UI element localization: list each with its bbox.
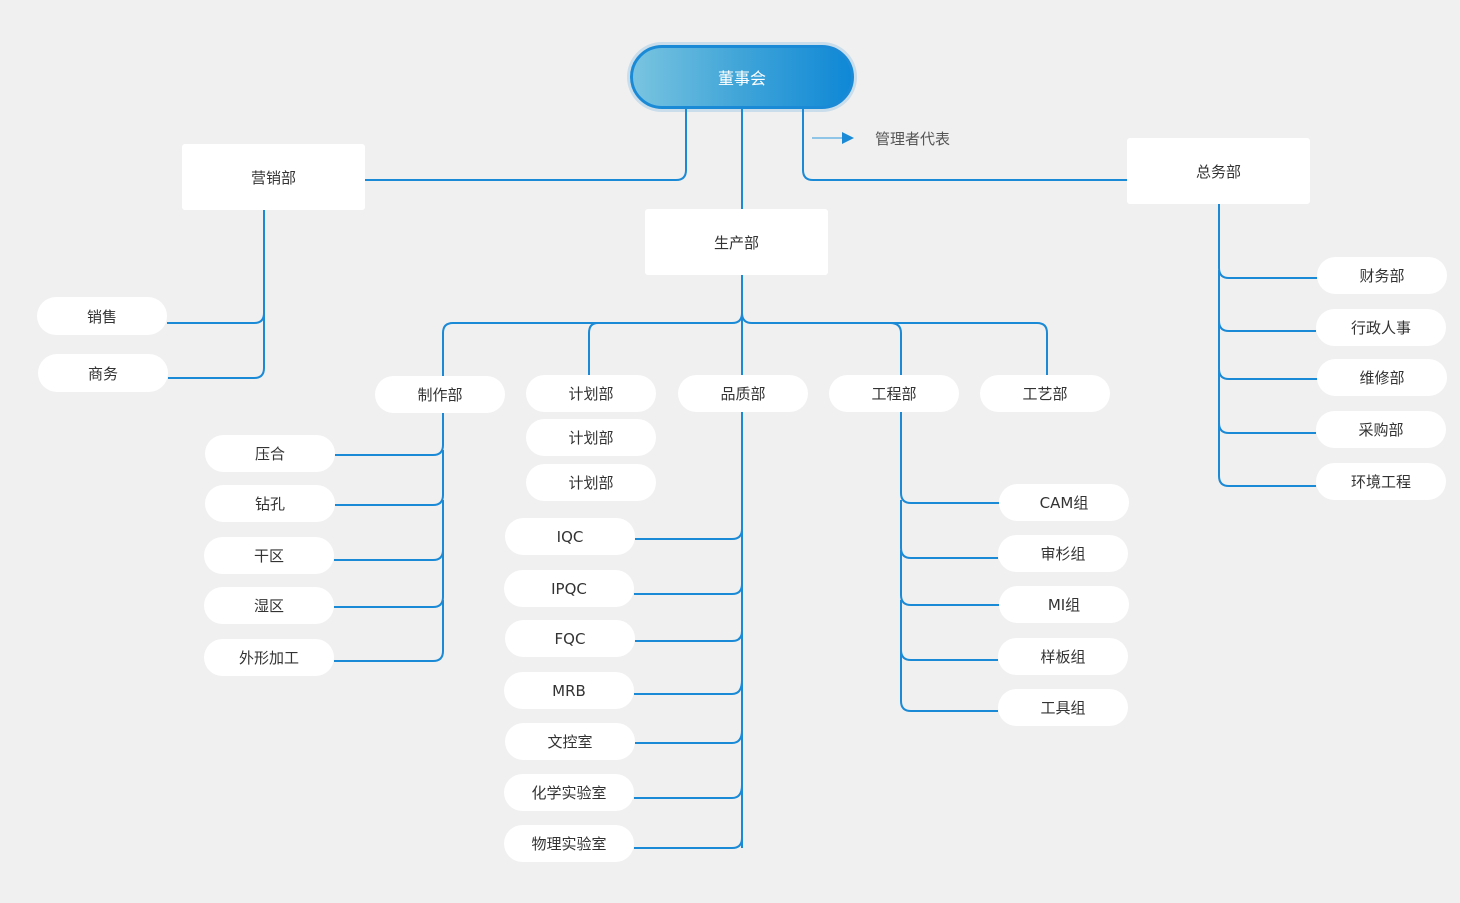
- connector-line: [1218, 204, 1317, 279]
- connector-line: [1218, 270, 1316, 332]
- engineering-child-node: CAM组: [999, 484, 1129, 521]
- connector-line: [334, 600, 444, 662]
- marketing-child-node: 商务: [38, 354, 168, 392]
- quality-child-node: 物理实验室: [504, 825, 634, 862]
- engineering-department-node: 工程部: [829, 375, 959, 412]
- quality-child-node: 文控室: [505, 723, 635, 760]
- quality-child-node: FQC: [505, 620, 635, 657]
- connector-line: [1218, 420, 1316, 487]
- connector-line: [635, 630, 743, 642]
- quality-child-node: IQC: [505, 518, 635, 555]
- connector-line: [334, 500, 444, 561]
- management-representative-label: 管理者代表: [875, 130, 951, 148]
- quality-child-node: 化学实验室: [504, 774, 634, 811]
- manufacturing-department-node: 制作部: [375, 376, 505, 413]
- connector-line: [588, 322, 599, 375]
- connector-line: [634, 679, 743, 695]
- marketing-department-node: 营销部: [182, 144, 365, 210]
- connector-line: [634, 580, 743, 595]
- connector-line: [634, 784, 743, 799]
- connector-line: [1218, 320, 1317, 380]
- engineering-child-node: MI组: [999, 586, 1129, 623]
- engineering-child-node: 审杉组: [998, 535, 1128, 572]
- general-affairs-child-node: 财务部: [1317, 257, 1447, 294]
- manufacturing-child-node: 外形加工: [204, 639, 334, 676]
- connector-line: [442, 300, 743, 376]
- connector-line: [334, 550, 444, 608]
- connector-line: [900, 412, 999, 504]
- connector-line: [634, 837, 743, 849]
- process-department-node: 工艺部: [980, 375, 1110, 412]
- quality-child-node: IPQC: [504, 570, 634, 607]
- connector-line: [335, 450, 444, 506]
- manufacturing-child-node: 湿区: [204, 587, 334, 624]
- general-affairs-child-node: 环境工程: [1316, 463, 1446, 500]
- general-affairs-child-node: 行政人事: [1316, 309, 1446, 346]
- general-affairs-department-node: 总务部: [1127, 138, 1310, 204]
- manufacturing-child-node: 干区: [204, 537, 334, 574]
- connector-line: [635, 729, 743, 744]
- planning-department-node: 计划部: [526, 375, 656, 412]
- connector-line: [889, 322, 902, 375]
- general-affairs-child-node: 采购部: [1316, 411, 1446, 448]
- engineering-child-node: 样板组: [998, 638, 1128, 675]
- connector-line: [635, 520, 743, 540]
- planning-department-node: 计划部: [526, 464, 656, 501]
- connector-line: [900, 650, 998, 712]
- planning-department-node: 计划部: [526, 419, 656, 456]
- production-department-node: 生产部: [645, 209, 828, 275]
- connector-line: [900, 600, 998, 661]
- manufacturing-child-node: 压合: [205, 435, 335, 472]
- connector-line: [365, 108, 687, 181]
- connector-line: [900, 500, 998, 559]
- arrow-right-icon: [812, 132, 854, 144]
- quality-child-node: MRB: [504, 672, 634, 709]
- quality-department-node: 品质部: [678, 375, 808, 412]
- manufacturing-child-node: 钻孔: [205, 485, 335, 522]
- connector-line: [802, 108, 1127, 181]
- board-of-directors-node: 董事会: [630, 45, 854, 109]
- general-affairs-child-node: 维修部: [1317, 359, 1447, 396]
- marketing-child-node: 销售: [37, 297, 167, 335]
- connector-line: [741, 300, 1048, 376]
- engineering-child-node: 工具组: [998, 689, 1128, 726]
- connector-line: [900, 550, 999, 606]
- connector-line: [167, 210, 265, 324]
- connector-line: [335, 413, 444, 456]
- connector-line: [168, 300, 265, 379]
